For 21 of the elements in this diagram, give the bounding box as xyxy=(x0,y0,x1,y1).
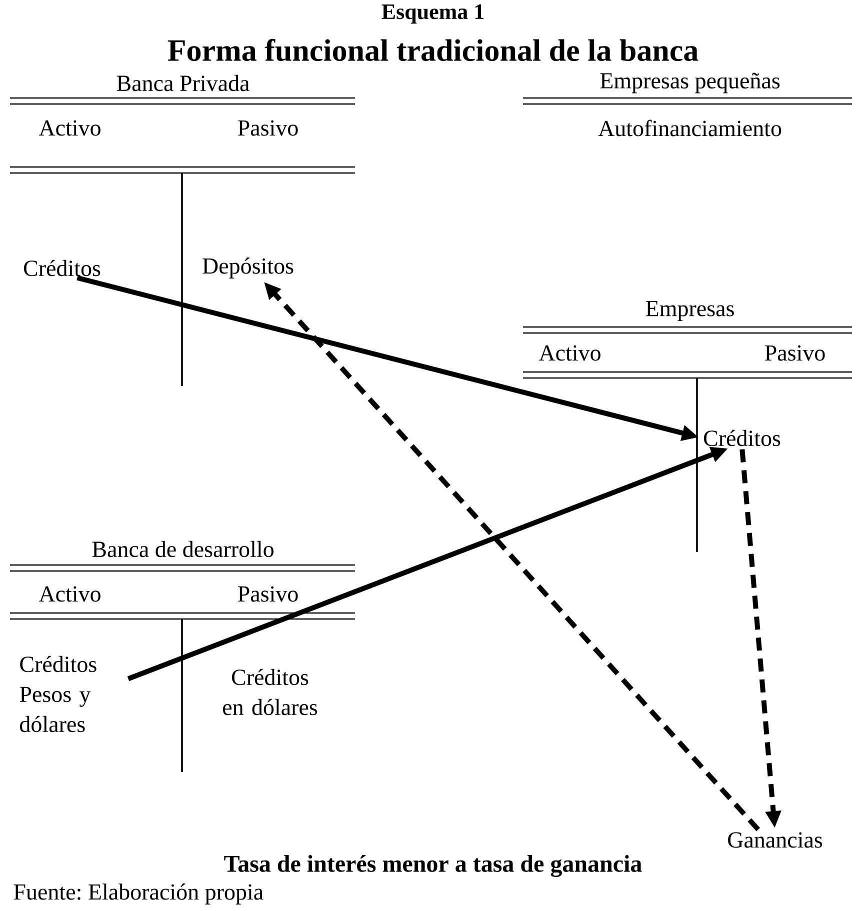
label: Empresas xyxy=(646,301,734,321)
account-entry: Créditos xyxy=(24,260,100,276)
label: Pasivo xyxy=(238,586,298,602)
label: Activo xyxy=(38,120,100,136)
label: Esquema 1 xyxy=(382,4,484,24)
caption: Tasa de interés menor a tasa de ganancia xyxy=(224,855,642,877)
label: Empresas pequeñas xyxy=(600,72,780,94)
account-entry: Créditos Pesos y dólares xyxy=(20,656,96,732)
label: Fuente: Elaboración propia xyxy=(14,884,264,904)
label: Créditos en dólares xyxy=(223,668,318,716)
label: Activo xyxy=(38,586,100,602)
account-entry: Depósitos xyxy=(202,258,294,278)
account-entry: Ganancias xyxy=(728,832,822,848)
label: Pasivo xyxy=(764,345,825,361)
label: Banca de desarrollo xyxy=(92,540,274,558)
title: Forma funcional tradicional de la banca xyxy=(168,38,698,62)
label: Activo xyxy=(538,345,600,361)
label: Banca Privada xyxy=(116,74,250,92)
account-entry: Créditos xyxy=(704,430,780,446)
label: Autofinanciamiento xyxy=(598,120,782,136)
label: Pasivo xyxy=(238,120,298,136)
